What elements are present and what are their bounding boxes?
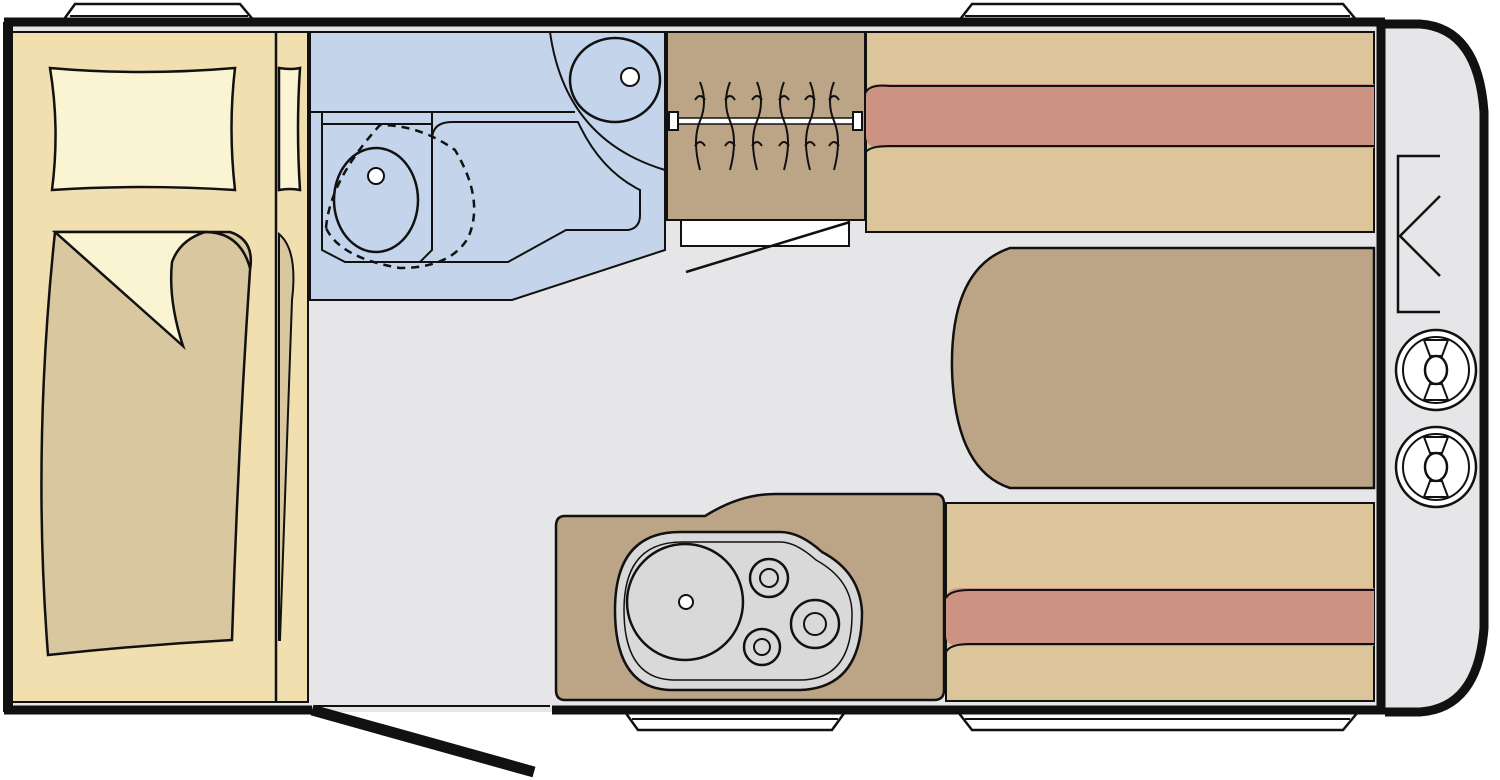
gas-bottle-icon — [1394, 328, 1478, 412]
front-sofa-lower — [945, 502, 1375, 702]
sink-drain — [678, 594, 694, 610]
hanger-icon — [804, 81, 816, 171]
front-cap-outline — [1385, 19, 1489, 717]
gas-bottles — [1394, 328, 1478, 509]
toilet-swing-dashed — [324, 123, 476, 270]
hangers — [694, 81, 840, 171]
front-sofa-upper — [865, 31, 1375, 233]
washbasin-bowl — [568, 36, 662, 124]
blanket — [40, 230, 253, 657]
blanket-fold — [51, 230, 206, 351]
burner-small-bottom — [742, 627, 782, 667]
hanger-icon — [751, 81, 763, 171]
gas-bottle-icon — [1394, 425, 1478, 509]
bathroom-zone — [309, 31, 666, 301]
hanger-icon — [724, 81, 736, 171]
hanger-icon — [778, 81, 790, 171]
bedroom-zone — [11, 31, 309, 703]
wardrobe-step — [680, 219, 850, 247]
wardrobe-zone — [666, 31, 866, 274]
toilet-bowl — [332, 146, 420, 254]
burner-small-top — [748, 557, 790, 599]
pillow-icon — [48, 66, 237, 192]
bottom-window-left — [622, 710, 848, 732]
hanger-icon — [694, 81, 706, 171]
bottom-window-right — [955, 710, 1361, 732]
dining-table — [950, 246, 1376, 490]
washbasin-drain — [620, 67, 640, 87]
shower-tray — [420, 121, 641, 263]
burner-large — [789, 598, 841, 650]
hanger-icon — [828, 81, 840, 171]
outer-walls — [3, 17, 1386, 715]
entrance-door[interactable] — [310, 704, 550, 778]
sofa-stripe-lower — [946, 588, 1374, 646]
toilet-drain — [367, 167, 385, 185]
side-pillow-icon — [277, 66, 302, 192]
kitchen-zone — [554, 492, 946, 702]
sofa-stripe-upper — [866, 84, 1374, 148]
side-blanket — [278, 231, 295, 641]
front-locker-icon — [1396, 154, 1441, 314]
